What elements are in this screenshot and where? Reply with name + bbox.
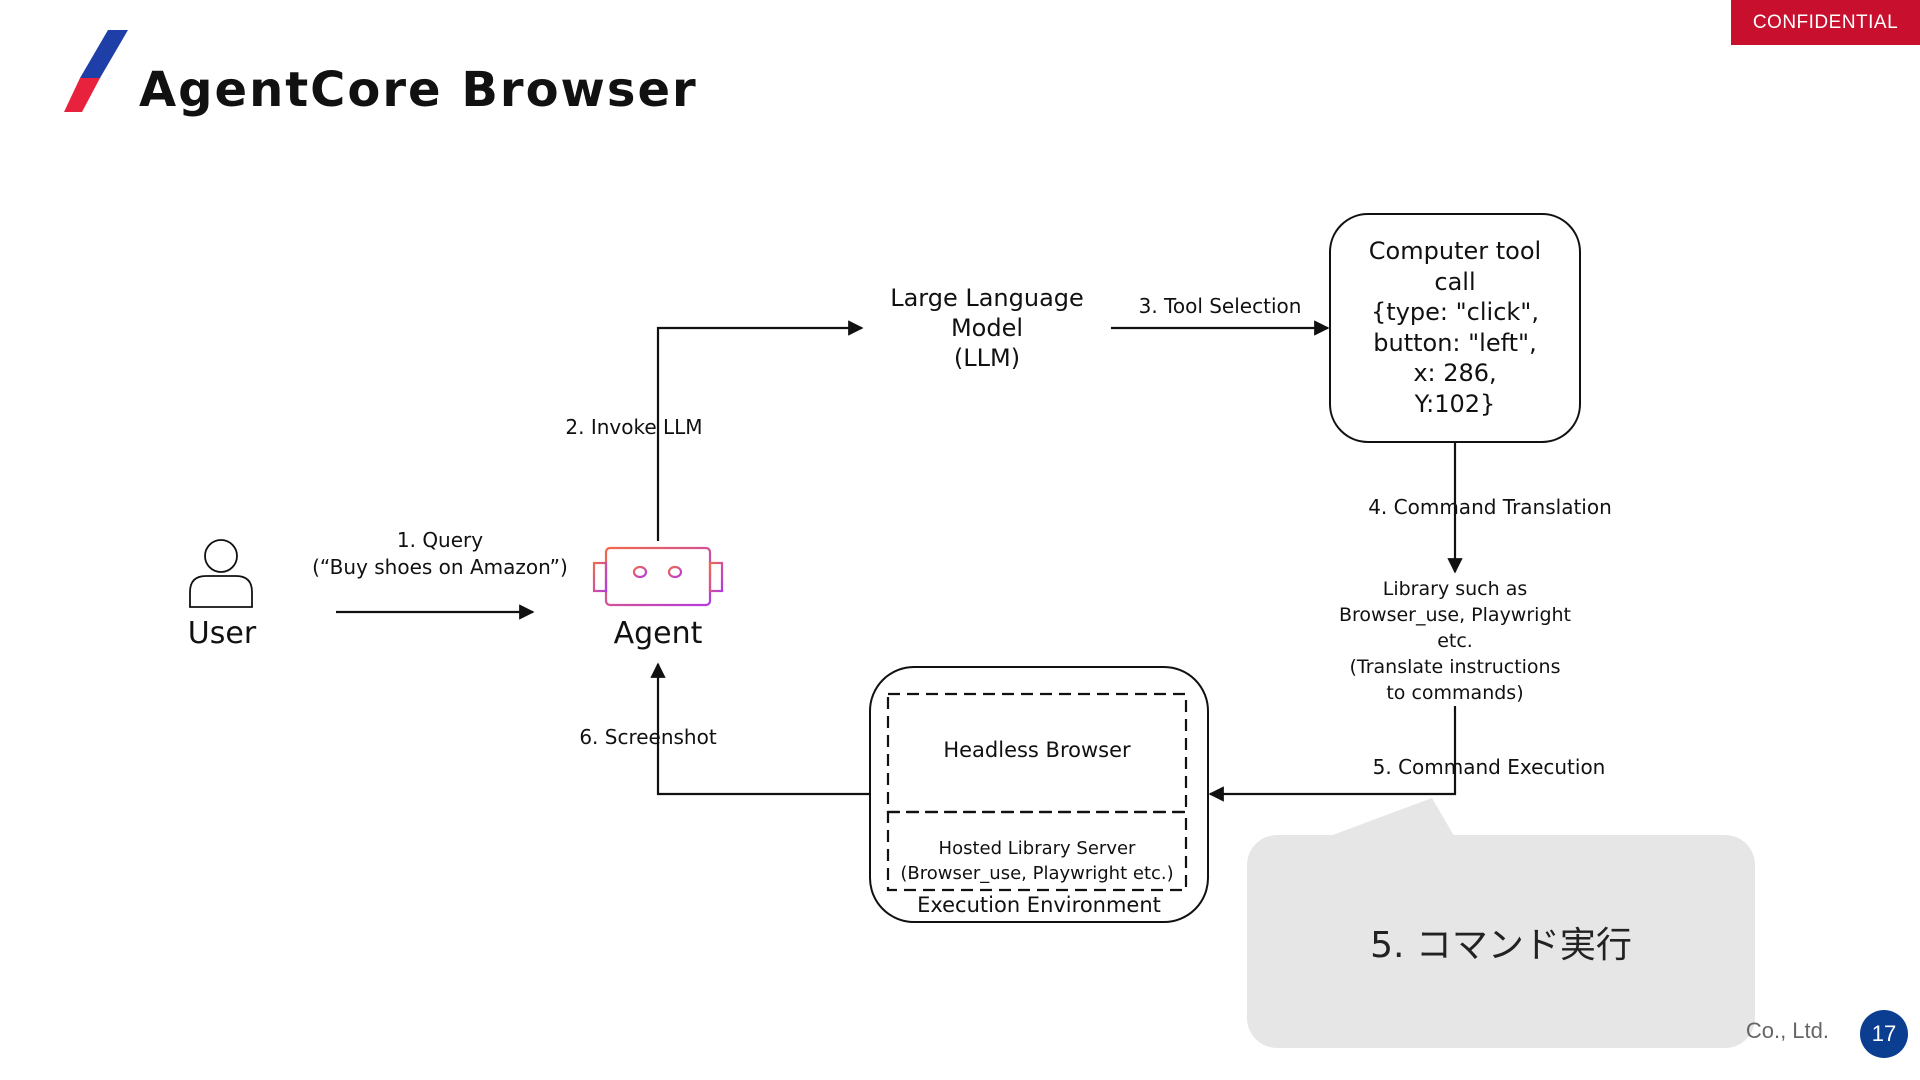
tool-selection-edge-label: 3. Tool Selection <box>1138 294 1302 318</box>
confidential-badge: CONFIDENTIAL <box>1731 0 1920 45</box>
agent-robot-icon <box>592 546 724 607</box>
translation-callout: 5. コマンド実行 <box>1247 835 1755 1048</box>
hosted-library-label: Hosted Library Server (Browser_use, Play… <box>900 838 1174 884</box>
command-execution-edge-label: 5. Command Execution <box>1372 755 1606 779</box>
user-icon <box>189 539 253 608</box>
brand-slash-logo <box>64 30 128 112</box>
user-label: User <box>187 616 257 651</box>
page-number: 17 <box>1860 1010 1908 1058</box>
llm-label: Large Language Model (LLM) <box>890 284 1084 372</box>
command-translation-edge-label: 4. Command Translation <box>1368 495 1612 519</box>
callout-text: 5. コマンド実行 <box>1370 924 1632 966</box>
invoke-llm-arrow <box>656 320 864 541</box>
callout-pointer <box>1330 798 1460 846</box>
screenshot-arrow <box>650 662 870 796</box>
computer-tool-call-text: Computer tool call {type: "click", butto… <box>1368 237 1542 418</box>
footer-company: Co., Ltd. <box>1745 1018 1829 1043</box>
library-label: Library such as Browser_use, Playwright … <box>1338 578 1571 704</box>
invoke-llm-edge-label: 2. Invoke LLM <box>565 415 703 439</box>
page-title: AgentCore Browser <box>139 62 698 118</box>
agent-label: Agent <box>613 616 703 651</box>
execution-environment-label: Execution Environment <box>917 893 1161 917</box>
headless-browser-label: Headless Browser <box>943 738 1131 762</box>
query-edge-label: 1. Query (“Buy shoes on Amazon”) <box>312 528 568 579</box>
screenshot-edge-label: 6. Screenshot <box>579 725 717 749</box>
hosted-library-box <box>886 810 1188 892</box>
command-execution-arrow <box>1208 706 1457 802</box>
